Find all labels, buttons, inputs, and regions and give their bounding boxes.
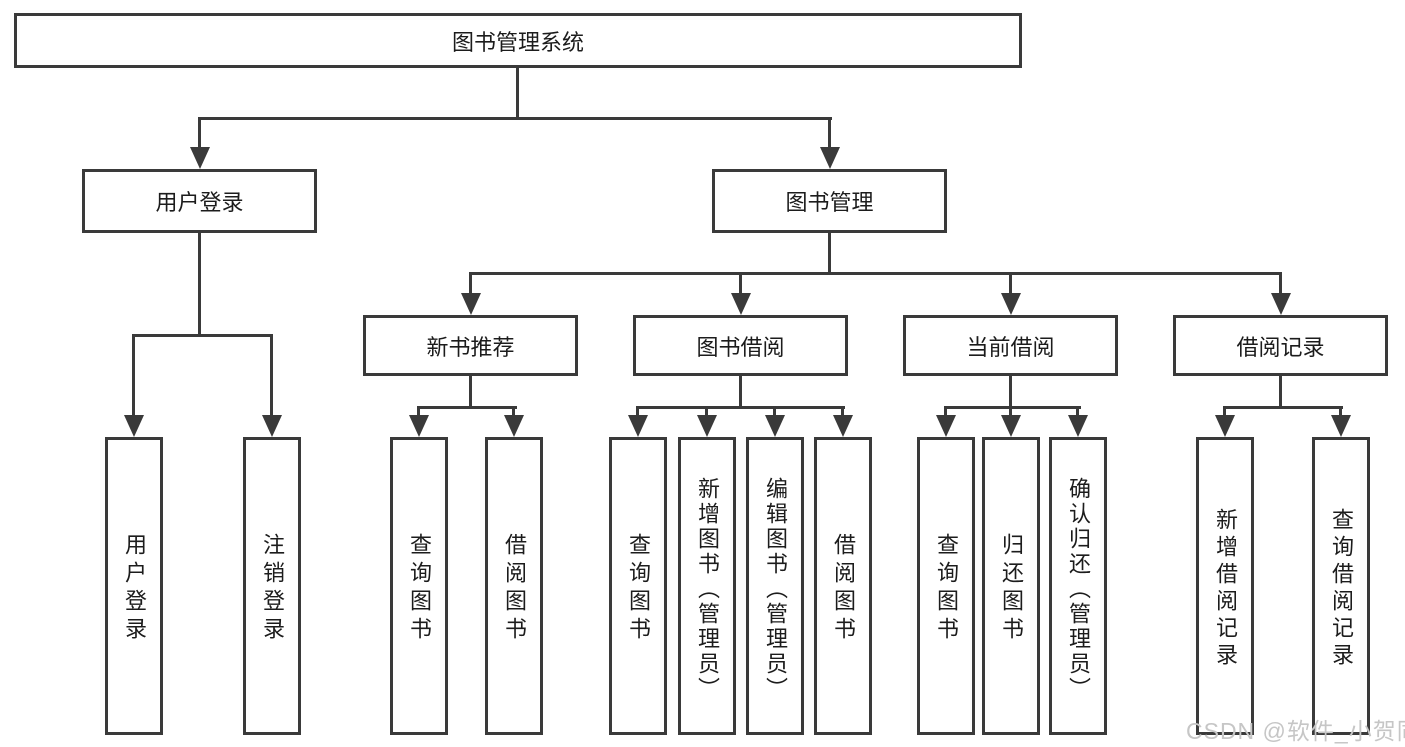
arrow-down-icon — [198, 117, 201, 147]
connector-line — [944, 406, 1081, 409]
leaf-query-book-1: 查询图书 — [390, 437, 448, 735]
connector-line — [828, 233, 831, 275]
arrow-down-icon — [512, 406, 515, 415]
arrow-down-icon — [1076, 406, 1079, 415]
leaf-borrow-book-1: 借阅图书 — [485, 437, 543, 735]
node-root: 图书管理系统 — [14, 13, 1022, 68]
arrow-down-icon — [841, 406, 844, 415]
arrow-down-icon — [828, 117, 831, 147]
node-current-borrow: 当前借阅 — [903, 315, 1118, 376]
connector-line — [469, 376, 472, 409]
leaf-return-book: 归还图书 — [982, 437, 1040, 735]
arrow-down-icon — [944, 406, 947, 415]
arrow-down-icon — [1009, 272, 1012, 293]
leaf-query-book-3: 查询图书 — [917, 437, 975, 735]
csdn-watermark: CSDN @软件_小贺同学 — [1186, 718, 1405, 744]
leaf-edit-book-admin: 编辑图书（管理员） — [746, 437, 804, 735]
arrow-down-icon — [636, 406, 639, 415]
leaf-query-borrow-record: 查询借阅记录 — [1312, 437, 1370, 735]
connector-line — [739, 376, 742, 409]
arrow-down-icon — [417, 406, 420, 415]
arrow-down-icon — [705, 406, 708, 415]
node-book-borrow: 图书借阅 — [633, 315, 848, 376]
leaf-confirm-return-admin: 确认归还（管理员） — [1049, 437, 1107, 735]
connector-line — [132, 334, 273, 337]
arrow-down-icon — [469, 272, 472, 293]
node-user-login: 用户登录 — [82, 169, 317, 233]
arrow-down-icon — [773, 406, 776, 415]
leaf-add-borrow-record: 新增借阅记录 — [1196, 437, 1254, 735]
connector-line — [417, 406, 517, 409]
leaf-add-book-admin: 新增图书（管理员） — [678, 437, 736, 735]
leaf-user-login: 用户登录 — [105, 437, 163, 735]
connector-line — [1223, 406, 1343, 409]
arrow-down-icon — [1339, 406, 1342, 415]
leaf-query-book-2: 查询图书 — [609, 437, 667, 735]
connector-line — [1279, 376, 1282, 409]
connector-line — [516, 68, 519, 120]
arrow-down-icon — [270, 334, 273, 415]
arrow-down-icon — [739, 272, 742, 293]
leaf-borrow-book-2: 借阅图书 — [814, 437, 872, 735]
connector-line — [469, 272, 1282, 275]
connector-line — [198, 233, 201, 336]
connector-line — [198, 117, 832, 120]
node-borrow-record: 借阅记录 — [1173, 315, 1388, 376]
node-new-book-recommend: 新书推荐 — [363, 315, 578, 376]
leaf-logout: 注销登录 — [243, 437, 301, 735]
arrow-down-icon — [1009, 406, 1012, 415]
arrow-down-icon — [1223, 406, 1226, 415]
node-book-management: 图书管理 — [712, 169, 947, 233]
arrow-down-icon — [1279, 272, 1282, 293]
connector-line — [636, 406, 845, 409]
arrow-down-icon — [132, 334, 135, 415]
connector-line — [1009, 376, 1012, 409]
